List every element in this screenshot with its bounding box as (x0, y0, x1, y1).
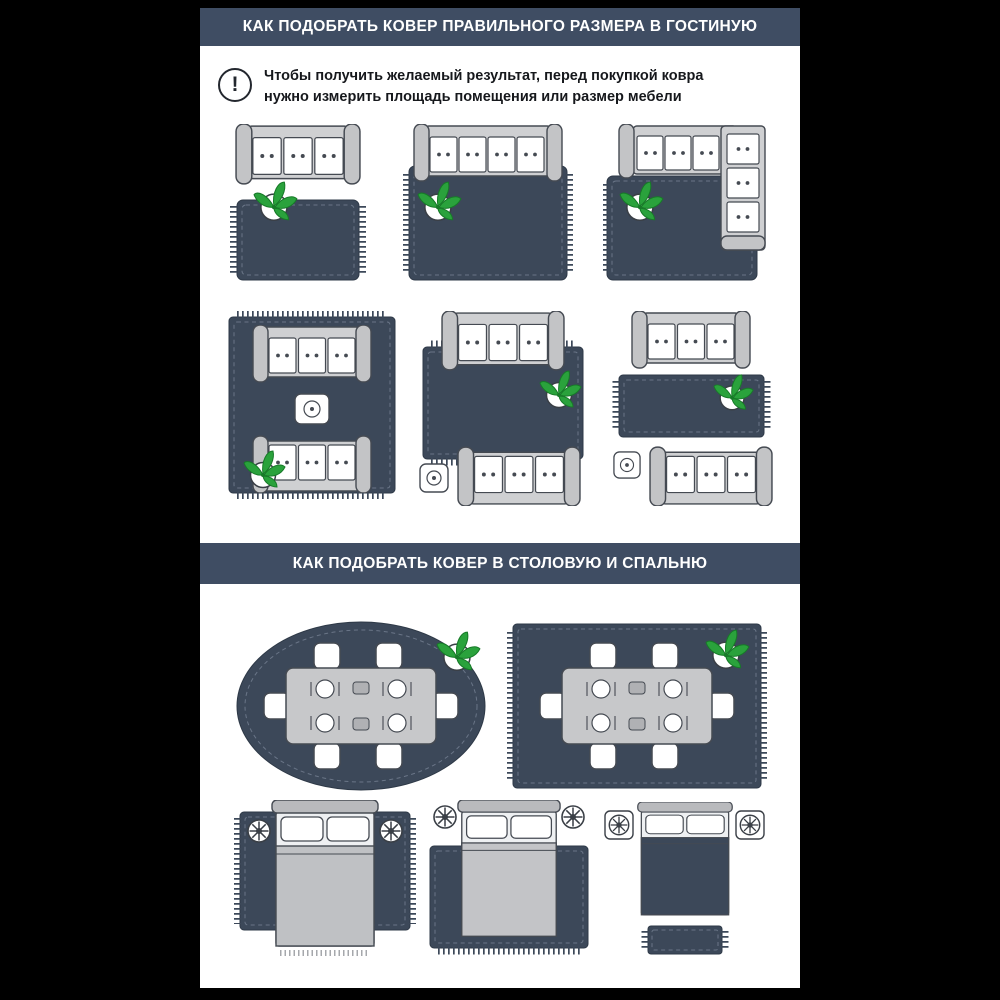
diagram-small-rug-between-sofas (612, 311, 773, 506)
sofa-icon (456, 446, 581, 506)
infographic-panel: КАК ПОДОБРАТЬ КОВЕР ПРАВИЛЬНОГО РАЗМЕРА … (200, 8, 800, 988)
diagram-rug-in-front-of-sofa (229, 124, 366, 281)
living-room-title: КАК ПОДОБРАТЬ КОВЕР ПРАВИЛЬНОГО РАЗМЕРА … (242, 18, 758, 35)
sofa-icon (251, 325, 372, 383)
bedroom-row (200, 800, 800, 958)
sofa-icon (630, 311, 751, 369)
side-table-icon (418, 463, 449, 493)
notice-text: Чтобы получить желаемый результат, перед… (264, 68, 704, 105)
exclamation-icon: ! (218, 68, 252, 102)
diagram-front-legs-on-rug (418, 311, 583, 506)
dining-bedroom-section-header: КАК ПОДОБРАТЬ КОВЕР В СТОЛОВУЮ И СПАЛЬНЮ (200, 543, 800, 584)
diagram-rect-rug-dining (506, 623, 767, 789)
bed-icon (636, 802, 733, 916)
bed-icon (456, 800, 561, 937)
diagram-rug-under-lower-bed (429, 800, 588, 955)
lamp-icon (432, 805, 457, 829)
rug (402, 165, 573, 281)
sofa-icon (234, 124, 361, 185)
diagram-runner-at-bed-foot (602, 802, 767, 955)
lamp-icon (560, 805, 585, 829)
diagram-oval-rug-dining (236, 621, 485, 791)
coffee-table-icon (293, 393, 330, 425)
rug (641, 925, 728, 955)
nightstand-icon (736, 811, 764, 839)
side-table-icon (612, 451, 641, 479)
sofa-icon (440, 311, 565, 371)
nightstand-icon (605, 811, 633, 839)
diagram-rug-under-whole-bed (233, 800, 416, 956)
diagram-rug-corner-sofa (602, 124, 766, 281)
sofa-icon (412, 124, 563, 182)
lamp-icon (378, 819, 403, 843)
dining-row (200, 620, 800, 792)
dining-bedroom-title: КАК ПОДОБРАТЬ КОВЕР В СТОЛОВУЮ И СПАЛЬНЮ (292, 554, 708, 572)
living-room-row-2 (200, 311, 800, 506)
diagram-rug-under-sofa-front (402, 124, 573, 281)
bed-icon (270, 800, 379, 947)
rug (229, 199, 366, 281)
diagram-all-furniture-on-rug (228, 311, 395, 499)
living-room-row-1 (200, 124, 800, 286)
sofa-icon (648, 446, 773, 506)
corner-sofa-icon (617, 124, 766, 251)
measurement-notice: ! Чтобы получить желаемый результат, пер… (218, 66, 778, 108)
living-room-section-header: КАК ПОДОБРАТЬ КОВЕР ПРАВИЛЬНОГО РАЗМЕРА … (200, 8, 800, 46)
lamp-icon (246, 819, 271, 843)
